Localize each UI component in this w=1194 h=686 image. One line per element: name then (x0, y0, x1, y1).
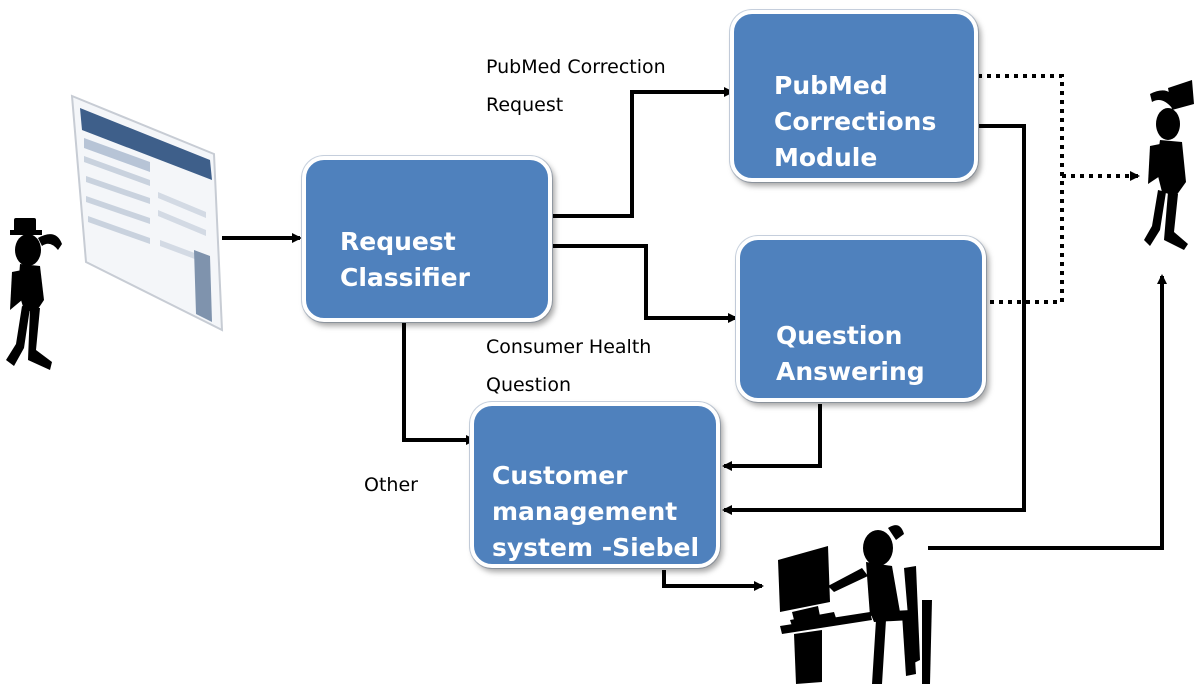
arrow-operator-to-user (928, 274, 1167, 550)
user-silhouette-icon (6, 218, 62, 370)
request-classifier-label: Request Classifier (340, 227, 470, 292)
customer-management-label: Customer management system -Siebel (492, 461, 700, 562)
arrow-classifier-to-pubmed (552, 87, 734, 218)
webpage-screenshot-icon (70, 94, 224, 332)
request-classifier-box: Request Classifier (302, 156, 552, 322)
pubmed-corrections-box: PubMed Corrections Module (730, 10, 978, 182)
user-response-silhouette-icon (1144, 80, 1194, 250)
customer-management-box: Customer management system -Siebel (470, 402, 720, 568)
arrow-pubmed-to-customer (722, 124, 1026, 515)
consumer-health-label: Consumer Health Question (486, 336, 652, 396)
arrow-classifier-to-qa (552, 244, 738, 323)
pubmed-request-label: PubMed Correction Request (486, 56, 666, 116)
other-label: Other (364, 474, 418, 496)
dotted-arrow-automated-response (978, 74, 1140, 304)
pubmed-corrections-label: PubMed Corrections Module (774, 71, 937, 172)
question-answering-label: Question Answering (776, 321, 925, 386)
arrow-classifier-to-customer (402, 322, 476, 445)
arrow-customer-to-operator (662, 570, 764, 591)
question-answering-box: Question Answering (736, 236, 986, 402)
operator-at-computer-icon (778, 525, 932, 684)
arrow-qa-to-customer (722, 404, 822, 471)
